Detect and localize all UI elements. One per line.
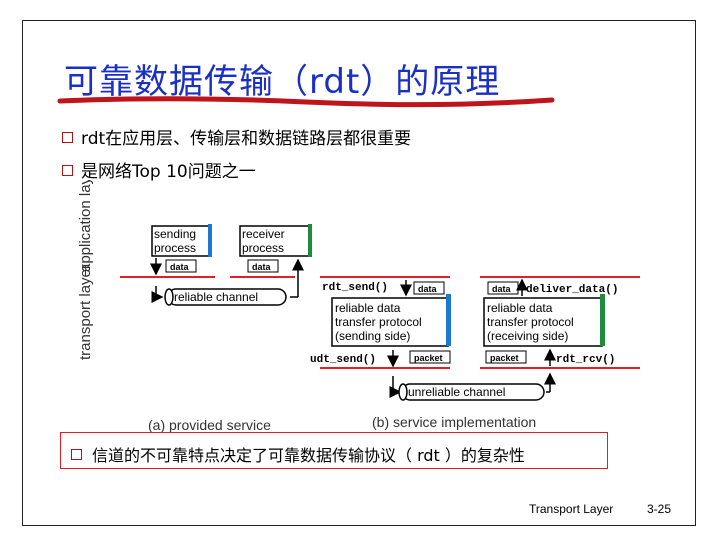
caption-provided-service: (a) provided service — [148, 417, 271, 433]
rdt-rcv-label: rdt_rcv() — [556, 354, 615, 366]
rdt-diagram: application layer transport layer sendin… — [77, 180, 640, 433]
page-title: 可靠数据传输（rdt）的原理 — [64, 62, 501, 102]
svg-text:transfer protocol: transfer protocol — [335, 315, 422, 329]
application-layer-label: application layer — [77, 180, 94, 272]
note-box: 信道的不可靠特点决定了可靠数据传输协议（ rdt ）的复杂性 — [60, 432, 608, 469]
data-label: data — [170, 262, 190, 272]
svg-text:process: process — [154, 241, 196, 255]
bullet-icon — [71, 449, 82, 460]
bullet-item: 是网络Top 10问题之一 — [62, 157, 256, 182]
svg-text:data: data — [418, 284, 438, 294]
svg-text:reliable data: reliable data — [487, 301, 553, 315]
svg-text:process: process — [242, 241, 284, 255]
rdt-send-label: rdt_send() — [322, 282, 388, 294]
bullet-text: rdt在应用层、传输层和数据链路层都很重要 — [81, 129, 412, 149]
deliver-data-label: deliver_data() — [526, 284, 618, 296]
note-text: 信道的不可靠特点决定了可靠数据传输协议（ rdt ）的复杂性 — [71, 442, 525, 466]
svg-text:(sending side): (sending side) — [335, 329, 410, 343]
svg-text:reliable data: reliable data — [335, 301, 401, 315]
bullet-icon — [62, 165, 73, 176]
svg-text:unreliable channel: unreliable channel — [408, 385, 505, 399]
bullet-icon — [62, 132, 73, 143]
svg-text:packet: packet — [414, 353, 443, 363]
svg-text:data: data — [492, 284, 512, 294]
svg-text:(receiving side): (receiving side) — [487, 329, 568, 343]
receiver-process-label: receiver — [242, 227, 285, 241]
sending-process-label: sending — [154, 227, 196, 241]
transport-layer-label: transport layer — [77, 264, 94, 360]
footer-page-number: 3-25 — [647, 502, 672, 516]
svg-text:reliable channel: reliable channel — [174, 290, 258, 304]
receiver-protocol-box — [483, 297, 603, 347]
svg-text:packet: packet — [490, 353, 519, 363]
bullet-item: rdt在应用层、传输层和数据链路层都很重要 — [62, 124, 411, 149]
udt-send-label: udt_send() — [310, 354, 376, 366]
title-underline — [57, 96, 555, 108]
bullet-text: 是网络Top 10问题之一 — [81, 162, 256, 182]
sender-protocol-box — [331, 297, 449, 347]
caption-service-implementation: (b) service implementation — [372, 414, 536, 430]
data-label: data — [252, 262, 272, 272]
footer-course: Transport Layer — [529, 502, 614, 516]
svg-text:transfer protocol: transfer protocol — [487, 315, 574, 329]
